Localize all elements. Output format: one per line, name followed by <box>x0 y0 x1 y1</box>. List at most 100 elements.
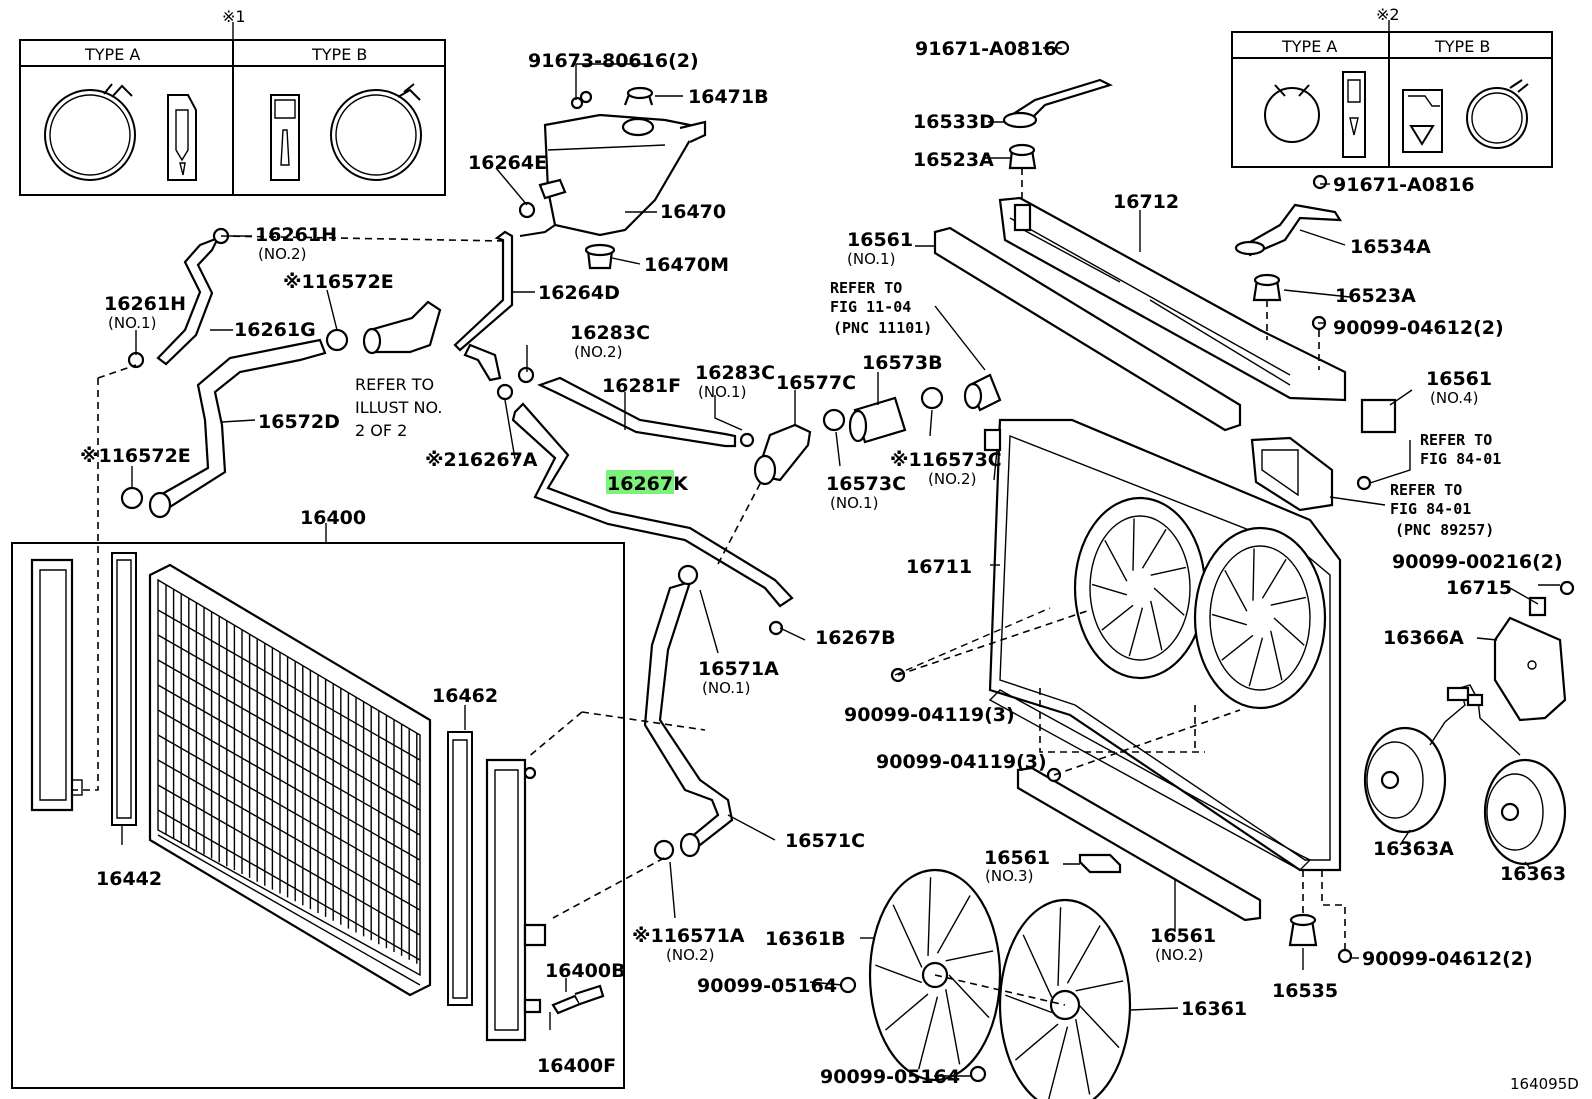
spring-clamp-b-icon <box>330 83 422 181</box>
label-90099-00216[interactable]: 90099-00216(2) <box>1392 551 1563 573</box>
label-16470M[interactable]: 16470M <box>644 254 729 276</box>
label-16533D[interactable]: 16533D <box>913 111 995 133</box>
label-16573C-no2-sub: (NO.2) <box>928 470 976 488</box>
label-16283C-no1[interactable]: 16283C <box>695 362 775 384</box>
label-16561-no2-sub: (NO.2) <box>1155 946 1203 964</box>
fan-shroud-assembly <box>579 40 1575 1083</box>
label-16561-no4[interactable]: 16561 <box>1426 368 1492 390</box>
legend-2-box: ※2 TYPE A TYPE B <box>1231 5 1553 168</box>
refer-fig-11-04-line-3: (PNC 11101) <box>833 319 932 337</box>
label-90099-04119-b[interactable]: 90099-04119(3) <box>876 751 1047 773</box>
coolant-reservoir <box>519 86 707 270</box>
diagram-id: 164095D <box>1510 1075 1579 1093</box>
label-16573C-no2[interactable]: ※116573C <box>890 449 1002 471</box>
label-90099-04119-a[interactable]: 90099-04119(3) <box>844 704 1015 726</box>
label-16572E-top[interactable]: ※116572E <box>283 271 394 293</box>
label-16267A[interactable]: ※216267A <box>425 449 538 471</box>
label-16361B[interactable]: 16361B <box>765 928 846 950</box>
label-16264D[interactable]: 16264D <box>538 282 620 304</box>
label-91673-80616[interactable]: 91673-80616(2) <box>528 50 699 72</box>
label-16281F[interactable]: 16281F <box>602 375 681 397</box>
label-16283C-no1-sub: (NO.1) <box>698 383 746 401</box>
label-16264E[interactable]: 16264E <box>468 152 547 174</box>
label-90099-05164-b[interactable]: 90099-05164 <box>820 1066 960 1088</box>
label-16366A[interactable]: 16366A <box>1383 627 1464 649</box>
label-16712[interactable]: 16712 <box>1113 191 1179 213</box>
hose-clamp-icon <box>120 96 944 861</box>
label-16523A-top[interactable]: 16523A <box>913 149 994 171</box>
refer-illust-line-2: ILLUST NO. <box>355 398 442 417</box>
refer-fig-84-01-a-line-1: REFER TO <box>1420 431 1492 449</box>
part-labels: 91673-80616(2) 16471B 16264E 16470 16470… <box>80 38 1579 1093</box>
label-16571A-no2[interactable]: ※116571A <box>632 925 745 947</box>
label-16267K[interactable]: 16267K <box>607 473 689 495</box>
hoses <box>120 96 1002 861</box>
refer-fig-84-01-b-line-3: (PNC 89257) <box>1395 521 1494 539</box>
label-16561-no1-sub: (NO.1) <box>847 250 895 268</box>
label-16363A[interactable]: 16363A <box>1373 838 1454 860</box>
label-16462[interactable]: 16462 <box>432 685 498 707</box>
spring-clamp-icon <box>44 83 136 181</box>
cooling-fans <box>868 868 1132 1099</box>
label-16267B[interactable]: 16267B <box>815 627 896 649</box>
label-16261H-no1[interactable]: 16261H <box>104 293 186 315</box>
label-16400[interactable]: 16400 <box>300 507 366 529</box>
label-16577C[interactable]: 16577C <box>776 372 856 394</box>
refer-fig-11-04-line-1: REFER TO <box>830 279 902 297</box>
label-16561-no3[interactable]: 16561 <box>984 847 1050 869</box>
refer-fig-11-04-line-2: FIG 11-04 <box>830 298 911 316</box>
label-16400B[interactable]: 16400B <box>545 960 626 982</box>
label-16573C-no1[interactable]: 16573C <box>826 473 906 495</box>
label-16261H-no2[interactable]: 16261H <box>255 224 337 246</box>
label-16470[interactable]: 16470 <box>660 201 726 223</box>
label-16572D[interactable]: 16572D <box>258 411 340 433</box>
label-16442[interactable]: 16442 <box>96 868 162 890</box>
label-91671-A0816-mid[interactable]: 91671-A0816 <box>1333 174 1475 196</box>
refer-illust-line-3: 2 OF 2 <box>355 421 407 440</box>
spring-clamp-icon <box>1264 84 1320 143</box>
band-clip-b-icon <box>270 94 300 181</box>
label-16571C[interactable]: 16571C <box>785 830 865 852</box>
spring-clamp-b-icon <box>1466 79 1529 149</box>
legend-1-type-b-label: TYPE B <box>311 45 367 64</box>
label-16534A[interactable]: 16534A <box>1350 236 1431 258</box>
label-90099-04612-bot[interactable]: 90099-04612(2) <box>1362 948 1533 970</box>
label-16561-no2[interactable]: 16561 <box>1150 925 1216 947</box>
label-16561-no4-sub: (NO.4) <box>1430 389 1478 407</box>
legend-1-mark: ※1 <box>222 7 246 26</box>
label-16363[interactable]: 16363 <box>1500 863 1566 885</box>
legend-2-mark: ※2 <box>1376 5 1400 24</box>
band-clip-icon <box>167 94 197 181</box>
label-90099-05164-a[interactable]: 90099-05164 <box>697 975 837 997</box>
refer-fig-84-01-a-line-2: FIG 84-01 <box>1420 450 1501 468</box>
label-16400F[interactable]: 16400F <box>537 1055 616 1077</box>
label-16261G[interactable]: 16261G <box>234 319 316 341</box>
label-16523A-mid[interactable]: 16523A <box>1335 285 1416 307</box>
label-16715[interactable]: 16715 <box>1446 577 1512 599</box>
label-16571A-no1[interactable]: 16571A <box>698 658 779 680</box>
label-91671-A0816-top[interactable]: 91671-A0816 <box>915 38 1057 60</box>
label-16261H-no1-sub: (NO.1) <box>108 314 156 332</box>
label-16572E-mid[interactable]: ※116572E <box>80 445 191 467</box>
label-16573B[interactable]: 16573B <box>862 352 943 374</box>
label-90099-04612-top[interactable]: 90099-04612(2) <box>1333 317 1504 339</box>
leader-lines <box>72 47 1560 1077</box>
label-16283C-no2[interactable]: 16283C <box>570 322 650 344</box>
fan-motors <box>1363 684 1567 866</box>
label-16561-no1[interactable]: 16561 <box>847 229 913 251</box>
label-16535[interactable]: 16535 <box>1272 980 1338 1002</box>
refer-fig-84-01-b-line-1: REFER TO <box>1390 481 1462 499</box>
legend-2-type-b-label: TYPE B <box>1434 37 1490 56</box>
label-16571A-no2-sub: (NO.2) <box>666 946 714 964</box>
legend-1-type-a-label: TYPE A <box>84 45 140 64</box>
label-16283C-no2-sub: (NO.2) <box>574 343 622 361</box>
refer-fig-84-01-b-line-2: FIG 84-01 <box>1390 500 1471 518</box>
label-16361[interactable]: 16361 <box>1181 998 1247 1020</box>
label-16711[interactable]: 16711 <box>906 556 972 578</box>
band-clip-b-icon <box>1402 89 1443 153</box>
band-clip-icon <box>1342 71 1366 158</box>
label-16571A-no1-sub: (NO.1) <box>702 679 750 697</box>
label-16471B[interactable]: 16471B <box>688 86 769 108</box>
label-16573C-no1-sub: (NO.1) <box>830 494 878 512</box>
